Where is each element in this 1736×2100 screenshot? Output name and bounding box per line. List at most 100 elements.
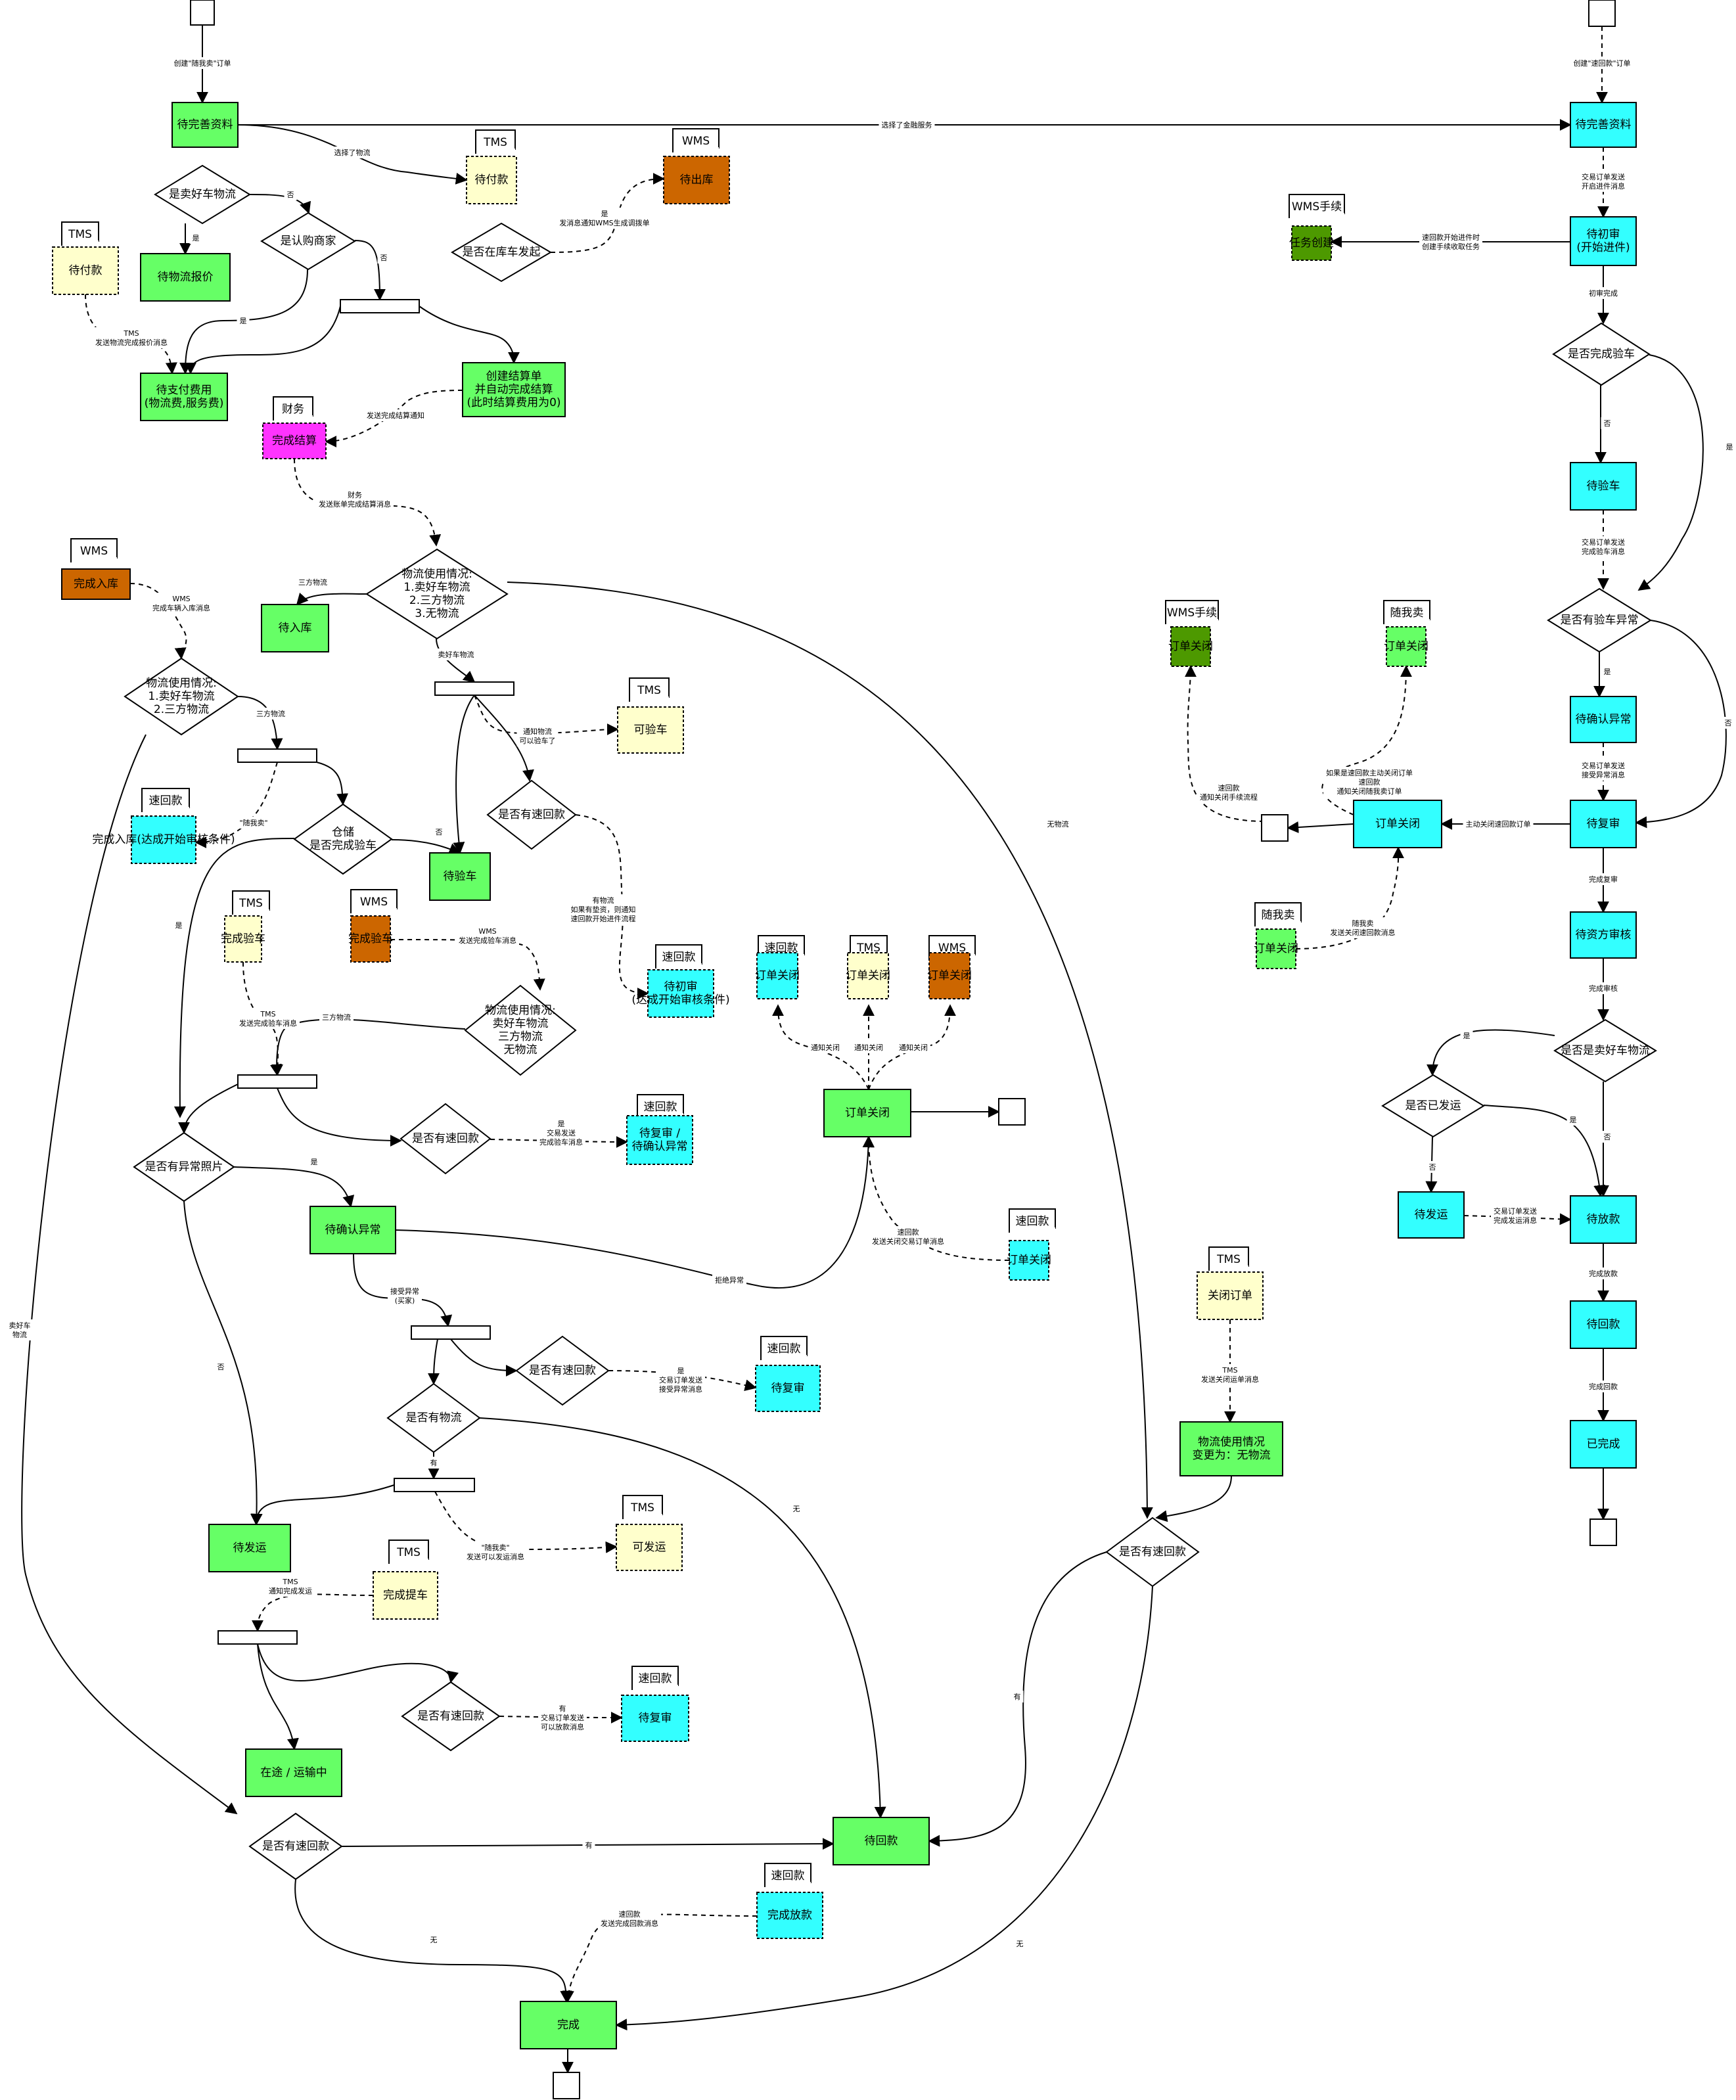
e-jieshou-label-line: 接受异常 xyxy=(390,1287,419,1296)
b-suhuikuan1-tag-border xyxy=(141,788,190,812)
chuangjian-jiesuan-label-line: 创建结算单 xyxy=(486,370,542,383)
q-maihaoche-decision-diamond: 是卖好车物流 xyxy=(154,164,251,225)
e-shk-fangkuan-label-backdrop xyxy=(598,1908,661,1929)
e-shr5-wu-connector xyxy=(294,1879,572,2003)
s-guanbi2-label-line: 订单关闭 xyxy=(846,969,890,982)
renwu-chuangjian-label-line: 任务创建 xyxy=(1289,237,1334,250)
wancheng-yanche-tms-system-event-box: 完成验车 xyxy=(221,915,265,963)
e-notify-close1-label-backdrop xyxy=(808,1041,842,1053)
e-caiwu-msg-connector xyxy=(294,458,442,547)
dai-chushen-r-shape xyxy=(1570,216,1637,266)
e-jiesuan-notice-label-backdrop xyxy=(364,409,427,421)
s-guanbi-suiwomai-shape xyxy=(1386,626,1427,667)
e-chushen-done-label-line: 初审完成 xyxy=(1589,288,1618,298)
wancheng-label-line: 完成 xyxy=(557,2019,580,2032)
e-jiaoyi-jinjian-label-line: 交易订单发送 xyxy=(1582,172,1625,181)
e-finance-label: 选择了金融服务 xyxy=(879,119,935,131)
dai-queren-r-shape xyxy=(1570,696,1637,743)
bar6-fork-bar xyxy=(394,1478,475,1492)
start1-shape xyxy=(190,0,215,26)
b-tms5-tag-border xyxy=(850,935,888,959)
b-suiwomai2-tag-label: 随我卖 xyxy=(1262,909,1295,922)
b-suhuikuan5-tag-label: 速回款 xyxy=(767,1342,801,1356)
e-suiwomai-shk-label-line: 发送关闭速回款消息 xyxy=(1331,928,1396,937)
bar6-shape xyxy=(394,1478,475,1492)
e-finance-label-line: 选择了金融服务 xyxy=(882,120,932,129)
zaitu-label-line: 在途 / 运输中 xyxy=(260,1766,327,1779)
e-rg-yes-label-backdrop xyxy=(237,315,250,327)
e-yf-yes-label-backdrop xyxy=(1566,1114,1580,1126)
e-fushen-done-label-line: 完成复审 xyxy=(1589,875,1618,884)
q-wuliu3-shape xyxy=(464,984,577,1076)
e-jiaoyi-jinjian-label-backdrop xyxy=(1579,171,1628,192)
q-yanche-yichang-label-line: 是否有验车异常 xyxy=(1561,614,1639,627)
b-tms7-system-tag: TMS xyxy=(388,1540,429,1564)
e-shr6-you-label-line: 有 xyxy=(1014,1692,1021,1701)
b-tms1-tag-fill xyxy=(476,130,515,151)
b-suhuikuan1-tag-fill xyxy=(142,788,189,810)
e-notify-close1-label: 通知关闭 xyxy=(808,1041,842,1053)
e-jinjian-task-label-backdrop xyxy=(1419,231,1482,252)
e-shk-shouxu-connector xyxy=(1184,665,1265,822)
e-suiwomai-shk-label-backdrop xyxy=(1327,917,1398,938)
b-tms2-system-tag: TMS xyxy=(61,221,99,246)
b-suiwomai2-tag-border xyxy=(1254,902,1302,926)
q-zaikuche-label-line: 是否在库车发起 xyxy=(463,246,541,259)
q-suhuikuan6-shape xyxy=(1105,1517,1200,1587)
e-notify-close2-label-line: 通知关闭 xyxy=(854,1043,883,1052)
e-chushen-done-label: 初审完成 xyxy=(1586,287,1620,299)
e-shr5-you-label-backdrop xyxy=(582,1839,595,1851)
dai-zhifu-shape xyxy=(140,373,228,421)
e-shr3-yes-label-backdrop xyxy=(656,1365,705,1395)
term-close-c-shape xyxy=(998,1098,1026,1126)
wancheng-yanche-tms-shape xyxy=(224,915,262,963)
e-shr4-yes-label-backdrop xyxy=(538,1702,587,1733)
s-guanbi3-system-event-box: 订单关闭 xyxy=(927,952,972,999)
q-maihaoche-r-label-line: 是否是卖好车物流 xyxy=(1561,1044,1650,1057)
e-zhudong-label-backdrop xyxy=(1463,818,1534,830)
e-bar5-shr-connector xyxy=(450,1338,518,1377)
e-start1-label-backdrop xyxy=(167,57,238,69)
e-huikuan-done-label-line: 完成回款 xyxy=(1589,1382,1618,1391)
dai-ruku-shape xyxy=(261,604,329,652)
dai-fushen-l-system-event-box: 待复审 /待确认异常 xyxy=(626,1115,693,1165)
e-shr4-yes-label-line: 可以放款消息 xyxy=(541,1722,584,1731)
e-sanfang1-label-line: 三方物流 xyxy=(298,578,327,587)
e-shr3-yes-label-line: 交易订单发送 xyxy=(659,1375,702,1384)
e-rg-yes-label: 是 xyxy=(237,315,250,327)
wuliu-biangeng-label-line: 物流使用情况 xyxy=(1198,1435,1265,1449)
dai-queren-l-label-line: 待确认异常 xyxy=(325,1223,381,1237)
q-suhuikuan5-decision-diamond: 是否有速回款 xyxy=(248,1812,343,1881)
e-suiwomai-close-label-line: 通知关闭随我卖订单 xyxy=(1337,787,1402,796)
b-suhuikuan8-tag-fill xyxy=(765,1863,811,1884)
q-rengou-shape xyxy=(260,212,356,271)
bar7-shape xyxy=(217,1630,298,1645)
e-you-label-line: 有 xyxy=(430,1458,438,1467)
bar2-fork-bar xyxy=(434,681,514,696)
dai-fayun-r-shape xyxy=(1398,1191,1465,1239)
b-suhuikuan6-tag-border xyxy=(1009,1208,1056,1233)
e-youwuliu-chushen-connector xyxy=(575,814,649,999)
e-bar7-zaitu-connector xyxy=(257,1643,299,1750)
q-maihaoche-shape xyxy=(154,164,251,225)
e-start2-label: 创建"速回款"订单 xyxy=(1566,57,1637,69)
q-cangchu-label-line: 仓储 xyxy=(332,826,354,839)
wancheng-ruku2-system-event-box: 完成入库(达成开始审核条件) xyxy=(92,815,235,864)
q-yifayun-shape xyxy=(1381,1074,1485,1138)
daiwanshan-r-state-box: 待完善资料 xyxy=(1570,102,1637,148)
dai-fushen2-label-line: 待复审 xyxy=(771,1382,805,1395)
daiwanshan-r-label-line: 待完善资料 xyxy=(1576,118,1632,131)
renwu-chuangjian-shape xyxy=(1291,225,1332,261)
e-jiaoyi-jinjian-label-line: 开启进件消息 xyxy=(1582,181,1625,191)
e-yc-yes-label-backdrop xyxy=(308,1156,321,1168)
e-fangkuan-done-label-line: 完成放款 xyxy=(1589,1269,1618,1278)
b-suhuikuan6-system-tag: 速回款 xyxy=(1009,1208,1056,1233)
b-suhuikuan1-tag-label: 速回款 xyxy=(149,794,183,808)
b-tms3-system-tag: TMS xyxy=(629,677,670,702)
e-wms-diaobo-label-line: 是 xyxy=(601,210,608,218)
wancheng-state-box: 完成 xyxy=(520,2001,617,2049)
e-jinjian-task-label-line: 创建手续收取任务 xyxy=(1422,242,1480,251)
bar1-fork-bar xyxy=(340,299,420,313)
e-yr-no-label-backdrop xyxy=(1601,417,1614,429)
